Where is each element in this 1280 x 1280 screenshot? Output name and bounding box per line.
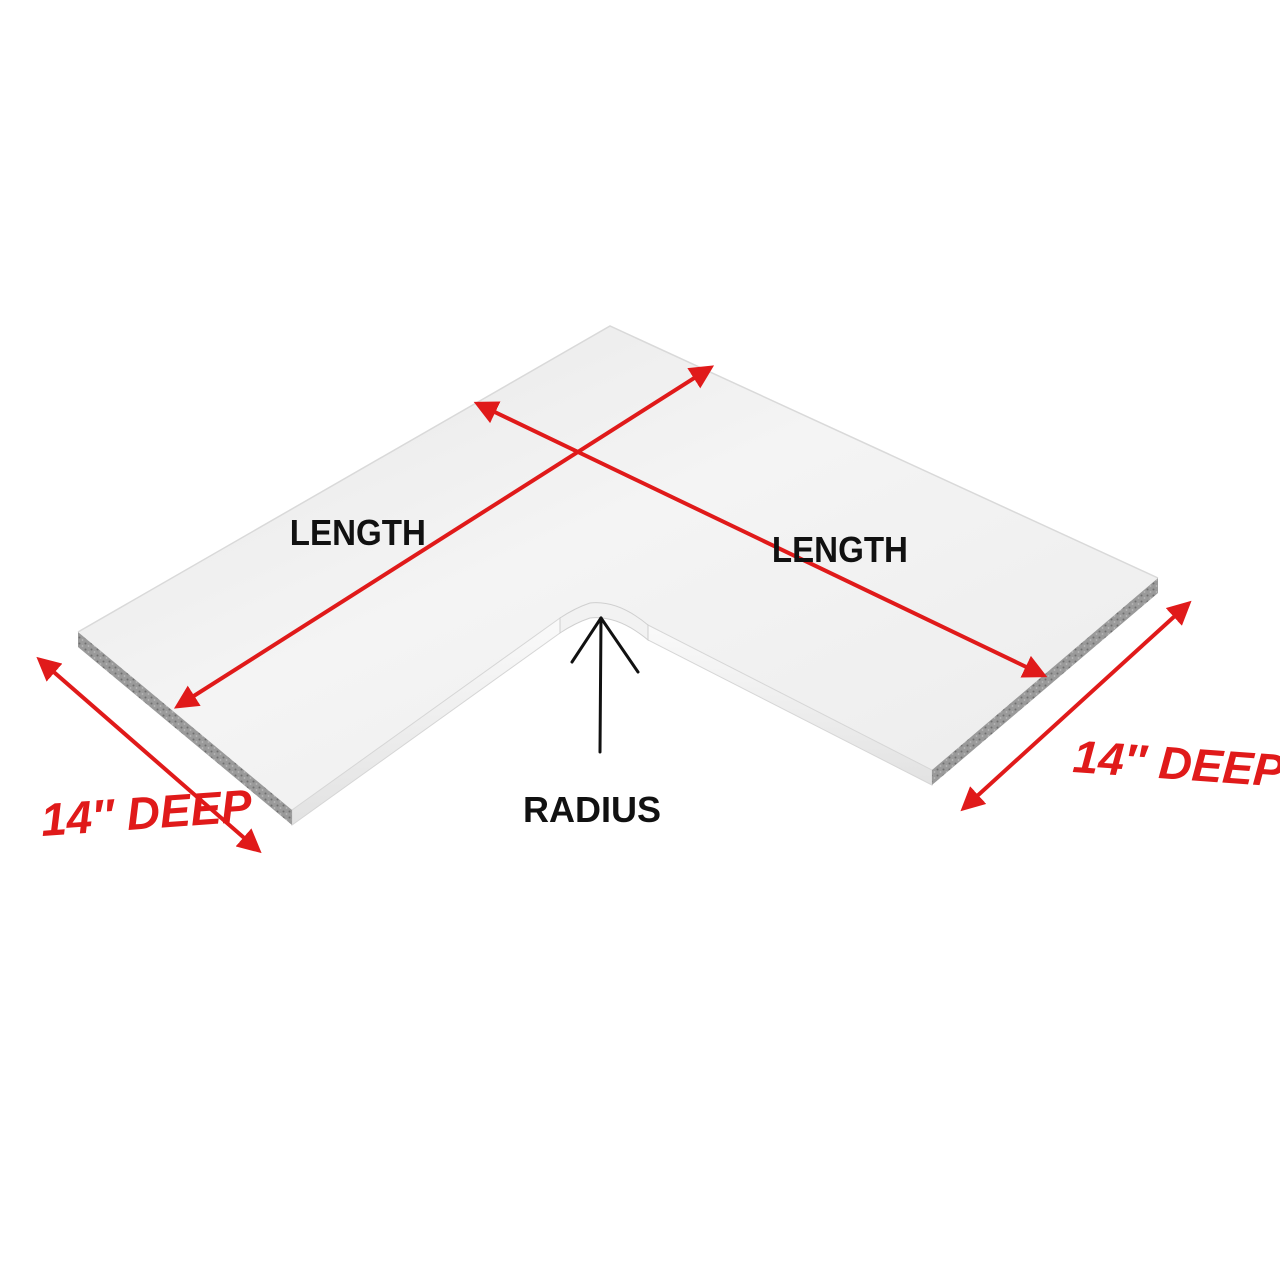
length-dimensions: [173, 365, 1048, 709]
depth-left-label: 14″ DEEP: [39, 779, 254, 846]
length-right-label: LENGTH: [772, 531, 908, 571]
radius-arrow-icon: [570, 616, 640, 754]
radius-label: RADIUS: [523, 789, 661, 830]
l-shaped-shelf: [77, 325, 1159, 826]
depth-right-label: 14″ DEEP: [1071, 730, 1280, 797]
length-left-label: LENGTH: [290, 514, 426, 554]
shelf-top-surface: [78, 326, 1158, 810]
depth-dimensions: [36, 600, 1192, 854]
depth-left-arrow: [36, 656, 262, 854]
depth-right-arrow: [960, 600, 1192, 812]
length-right-arrow: [473, 401, 1048, 678]
